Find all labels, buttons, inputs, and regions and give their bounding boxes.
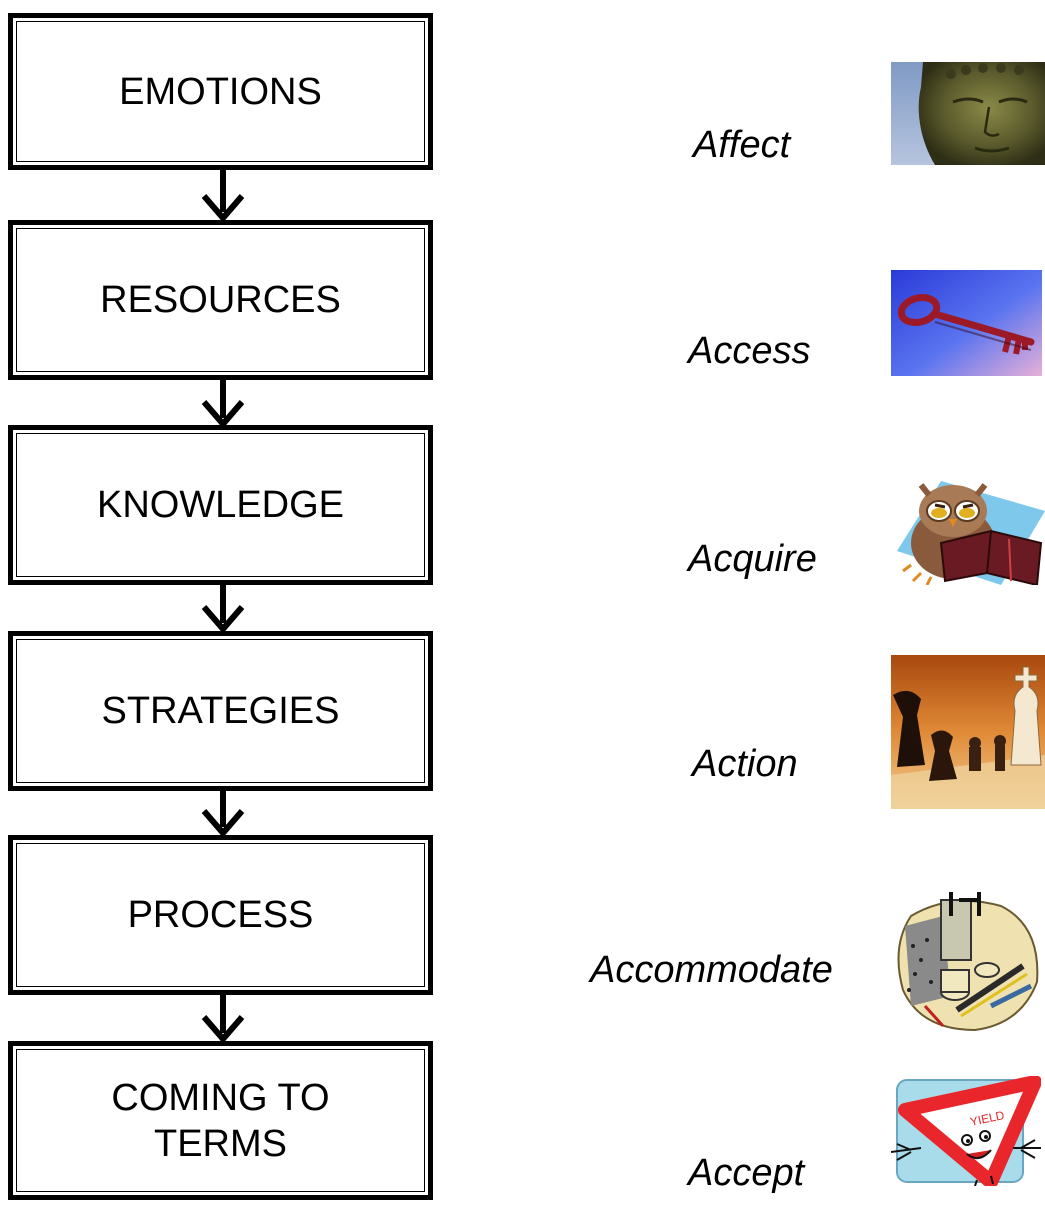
- flow-step-process: PROCESS: [8, 835, 433, 995]
- flow-step-label: RESOURCES: [16, 228, 425, 372]
- stage-word-affect: Affect: [693, 124, 791, 166]
- down-arrow-icon: [201, 789, 245, 838]
- flow-step-strategies: STRATEGIES: [8, 631, 433, 791]
- stage-word-action: Action: [692, 743, 798, 785]
- flow-step-emotions: EMOTIONS: [8, 13, 433, 170]
- flow-step-coming-to-terms: COMING TO TERMS: [8, 1041, 433, 1200]
- buddha-statue-icon: [891, 62, 1045, 165]
- down-arrow-icon: [201, 378, 245, 429]
- desk-supplies-icon: [897, 892, 1039, 1032]
- stage-word-accommodate: Accommodate: [590, 949, 833, 991]
- chess-pieces-icon: [891, 655, 1045, 809]
- down-arrow-icon: [201, 583, 245, 634]
- stage-word-acquire: Acquire: [688, 538, 817, 580]
- down-arrow-icon: [201, 168, 245, 223]
- down-arrow-icon: [201, 993, 245, 1044]
- flow-step-label: KNOWLEDGE: [16, 433, 425, 577]
- flow-step-label: COMING TO TERMS: [16, 1049, 425, 1192]
- flow-step-label: PROCESS: [16, 843, 425, 987]
- key-icon: [891, 270, 1042, 376]
- flow-step-label: STRATEGIES: [16, 639, 425, 783]
- flow-step-label: EMOTIONS: [16, 21, 425, 162]
- stage-word-access: Access: [688, 330, 811, 372]
- flow-step-knowledge: KNOWLEDGE: [8, 425, 433, 585]
- owl-reading-book-icon: [897, 481, 1045, 585]
- stage-word-accept: Accept: [688, 1152, 805, 1194]
- yield-sign-icon: YIELD: [891, 1076, 1041, 1186]
- flow-step-resources: RESOURCES: [8, 220, 433, 380]
